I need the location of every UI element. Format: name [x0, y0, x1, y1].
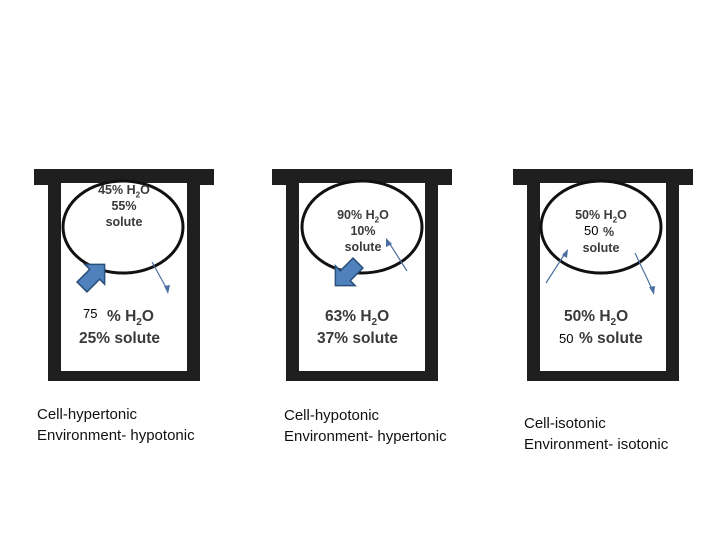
env-solute-handwritten-value: 50	[558, 331, 575, 346]
caption-environment-type: Environment- hypertonic	[284, 428, 447, 445]
cell-solute-pct-label: 10%	[350, 224, 376, 238]
env-water-handwritten-value: 75	[82, 306, 99, 321]
cell-water-label: 45% H2O	[98, 183, 150, 200]
cell-membrane-icon	[61, 179, 185, 275]
beaker-frame-icon	[513, 169, 693, 381]
caption-isotonic: Cell-isotonic Environment- isotonic	[524, 413, 668, 455]
env-solute-label: 37% solute	[317, 330, 398, 347]
cell-water-label: 50% H2O	[575, 208, 627, 225]
cell-solute-pct-sign: %	[603, 225, 615, 239]
env-water-label: 50% H2O	[564, 308, 629, 329]
cell-water-label: 90% H2O	[337, 208, 389, 225]
caption-environment-type: Environment- isotonic	[524, 436, 669, 453]
diffusion-arrow-icon	[151, 261, 170, 294]
diffusion-arrow-icon	[386, 238, 408, 272]
env-solute-label: % solute	[579, 330, 643, 347]
beaker-hypertonic-cell: 45% H2O 55% solute 75 % H2O 25% solute	[30, 165, 218, 385]
cell-solute-word-label: solute	[344, 240, 382, 254]
beaker-isotonic-cell: 50% H2O 50 % solute 50% H2O 50 % solute	[509, 165, 697, 385]
cell-solute-handwritten-value: 50	[583, 223, 600, 238]
caption-hypotonic: Cell-hypotonic Environment- hypertonic	[284, 405, 447, 447]
caption-hypertonic: Cell-hypertonic Environment- hypotonic	[37, 404, 195, 446]
caption-cell-type: Cell-isotonic	[524, 415, 606, 432]
water-inflow-arrow-icon	[75, 263, 106, 294]
env-solute-label: 25% solute	[79, 330, 160, 347]
diffusion-arrow-in-icon	[545, 249, 568, 284]
cell-solute-word-label: solute	[582, 241, 620, 255]
caption-cell-type: Cell-hypotonic	[284, 407, 380, 424]
env-water-label: % H2O	[107, 308, 154, 329]
caption-cell-type: Cell-hypertonic	[37, 406, 138, 423]
env-water-label: 63% H2O	[325, 308, 390, 329]
cell-membrane-icon	[539, 179, 663, 275]
cell-solute-word-label: solute	[105, 215, 143, 229]
beaker-frame-icon	[34, 169, 214, 381]
cell-membrane-icon	[300, 179, 424, 275]
beaker-frame-icon	[272, 169, 452, 381]
beaker-hypotonic-cell: 90% H2O 10% solute 63% H2O 37% solute	[268, 165, 456, 385]
water-outflow-arrow-icon	[334, 256, 365, 287]
cell-solute-pct-label: 55%	[111, 199, 137, 213]
diffusion-arrow-out-icon	[634, 252, 655, 295]
caption-environment-type: Environment- hypotonic	[37, 427, 195, 444]
